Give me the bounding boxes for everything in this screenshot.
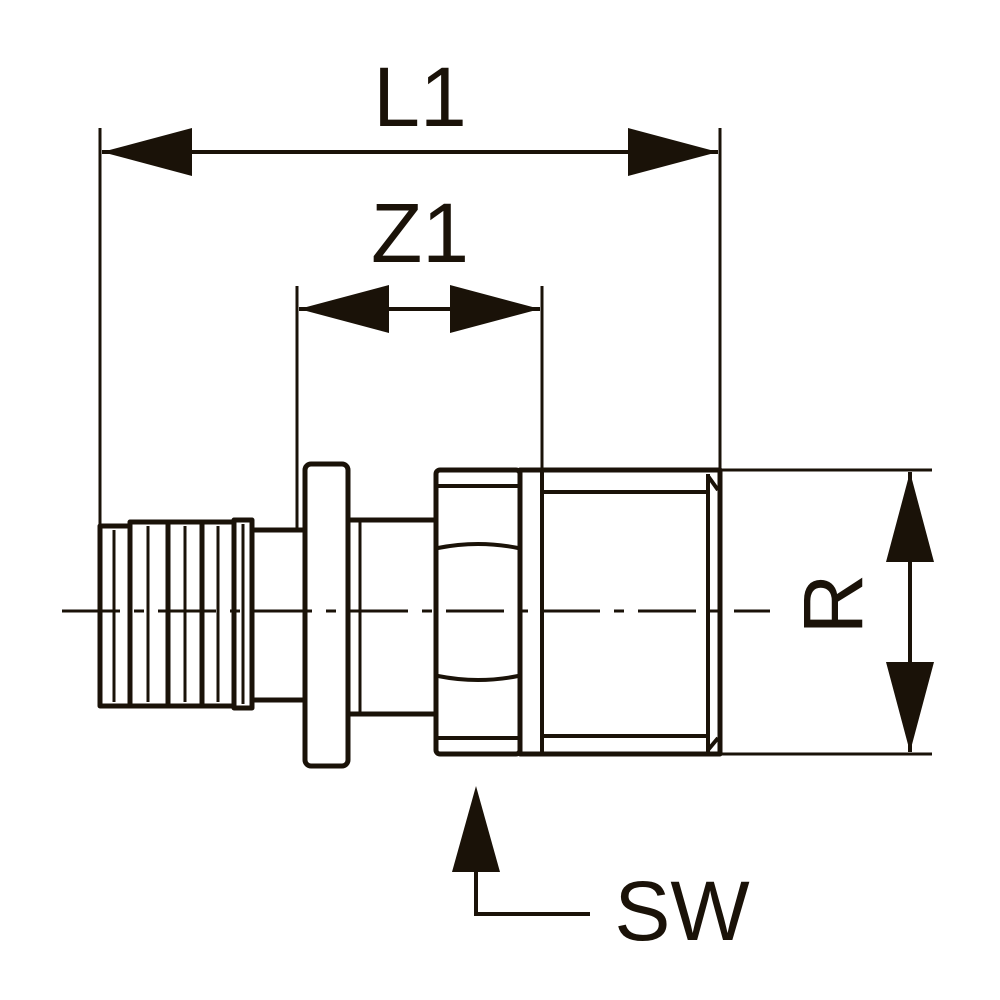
dimension-r: R [720,468,934,756]
hex-face-bottom [437,674,519,682]
r-label: R [786,574,880,635]
thread-chamfer-top [706,474,720,492]
callout-sw: SW [452,786,750,958]
fitting-body [62,461,770,769]
dimension-l1: L1 [98,50,722,530]
sw-label: SW [614,864,749,958]
sw-arrow [452,786,500,872]
l1-label: L1 [373,50,466,144]
r-arrow-top [886,472,934,562]
barbed-insert [97,517,255,711]
l1-arrow-left [102,128,192,176]
shank [345,517,439,717]
z1-arrow-right [450,285,540,333]
hex-face-top [437,542,519,550]
z1-label: Z1 [371,186,469,280]
thread-chamfer-bottom [706,736,720,752]
insert-neck [249,527,308,703]
collar-flange [302,461,351,769]
sw-leader-line [474,870,590,916]
dimension-z1: Z1 [295,186,544,530]
z1-arrow-left [299,285,389,333]
r-arrow-bottom [886,662,934,752]
l1-arrow-right [628,128,718,176]
